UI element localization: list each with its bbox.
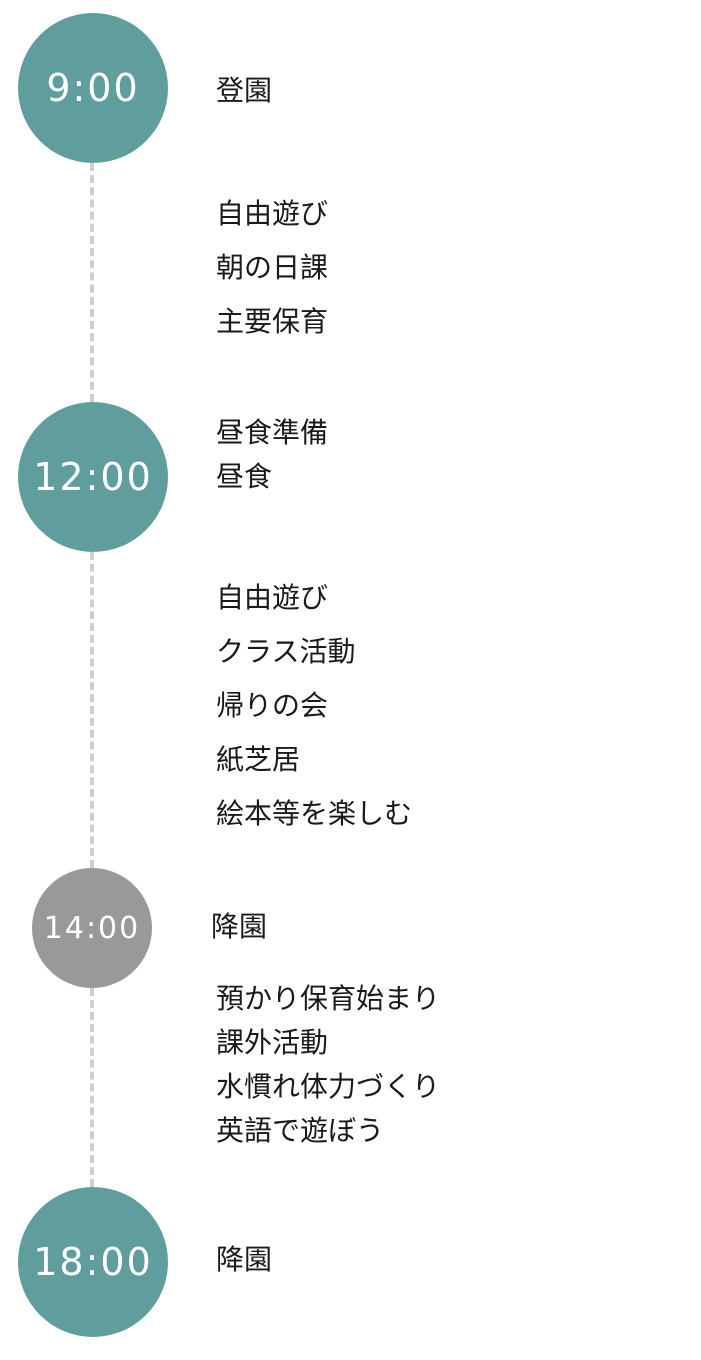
activity-item: 水慣れ体力づくり — [216, 1070, 441, 1103]
time-marker-18-00: 18:00 — [18, 1187, 168, 1337]
activity-item: 昼食準備 — [216, 416, 329, 449]
timeline-connector — [90, 988, 94, 1187]
activity-item: 課外活動 — [216, 1026, 329, 1059]
activity-group-extended-care: 預かり保育始まり 課外活動 水慣れ体力づくり 英語で遊ぼう — [216, 985, 440, 1161]
activity-group-departure-14: 降園 — [211, 913, 267, 941]
time-marker-9-00: 9:00 — [18, 13, 168, 163]
activity-item: 昼食 — [216, 460, 273, 493]
time-marker-12-00: 12:00 — [18, 402, 168, 552]
activity-item: クラス活動 — [216, 635, 356, 668]
activity-item: 自由遊び — [216, 197, 329, 230]
activity-group-arrival: 登園 — [216, 77, 272, 105]
activity-item: 朝の日課 — [216, 251, 329, 284]
activity-group-morning: 自由遊び 朝の日課 主要保育 — [216, 200, 328, 362]
activity-item: 紙芝居 — [216, 743, 301, 776]
activity-item: 降園 — [211, 910, 268, 943]
activity-group-departure-18: 降園 — [216, 1246, 272, 1274]
activity-item: 主要保育 — [216, 305, 329, 338]
activity-group-lunch: 昼食準備 昼食 — [216, 419, 328, 507]
activity-item: 帰りの会 — [216, 689, 329, 722]
activity-item: 預かり保育始まり — [216, 982, 441, 1015]
timeline-connector — [90, 163, 94, 402]
activity-item: 降園 — [216, 1243, 273, 1276]
activity-group-afternoon: 自由遊び クラス活動 帰りの会 紙芝居 絵本等を楽しむ — [216, 584, 412, 854]
activity-item: 英語で遊ぼう — [216, 1114, 385, 1147]
activity-item: 登園 — [216, 74, 273, 107]
activity-item: 自由遊び — [216, 581, 329, 614]
activity-item: 絵本等を楽しむ — [216, 797, 413, 830]
time-marker-14-00: 14:00 — [32, 868, 152, 988]
timeline-connector — [90, 552, 94, 868]
